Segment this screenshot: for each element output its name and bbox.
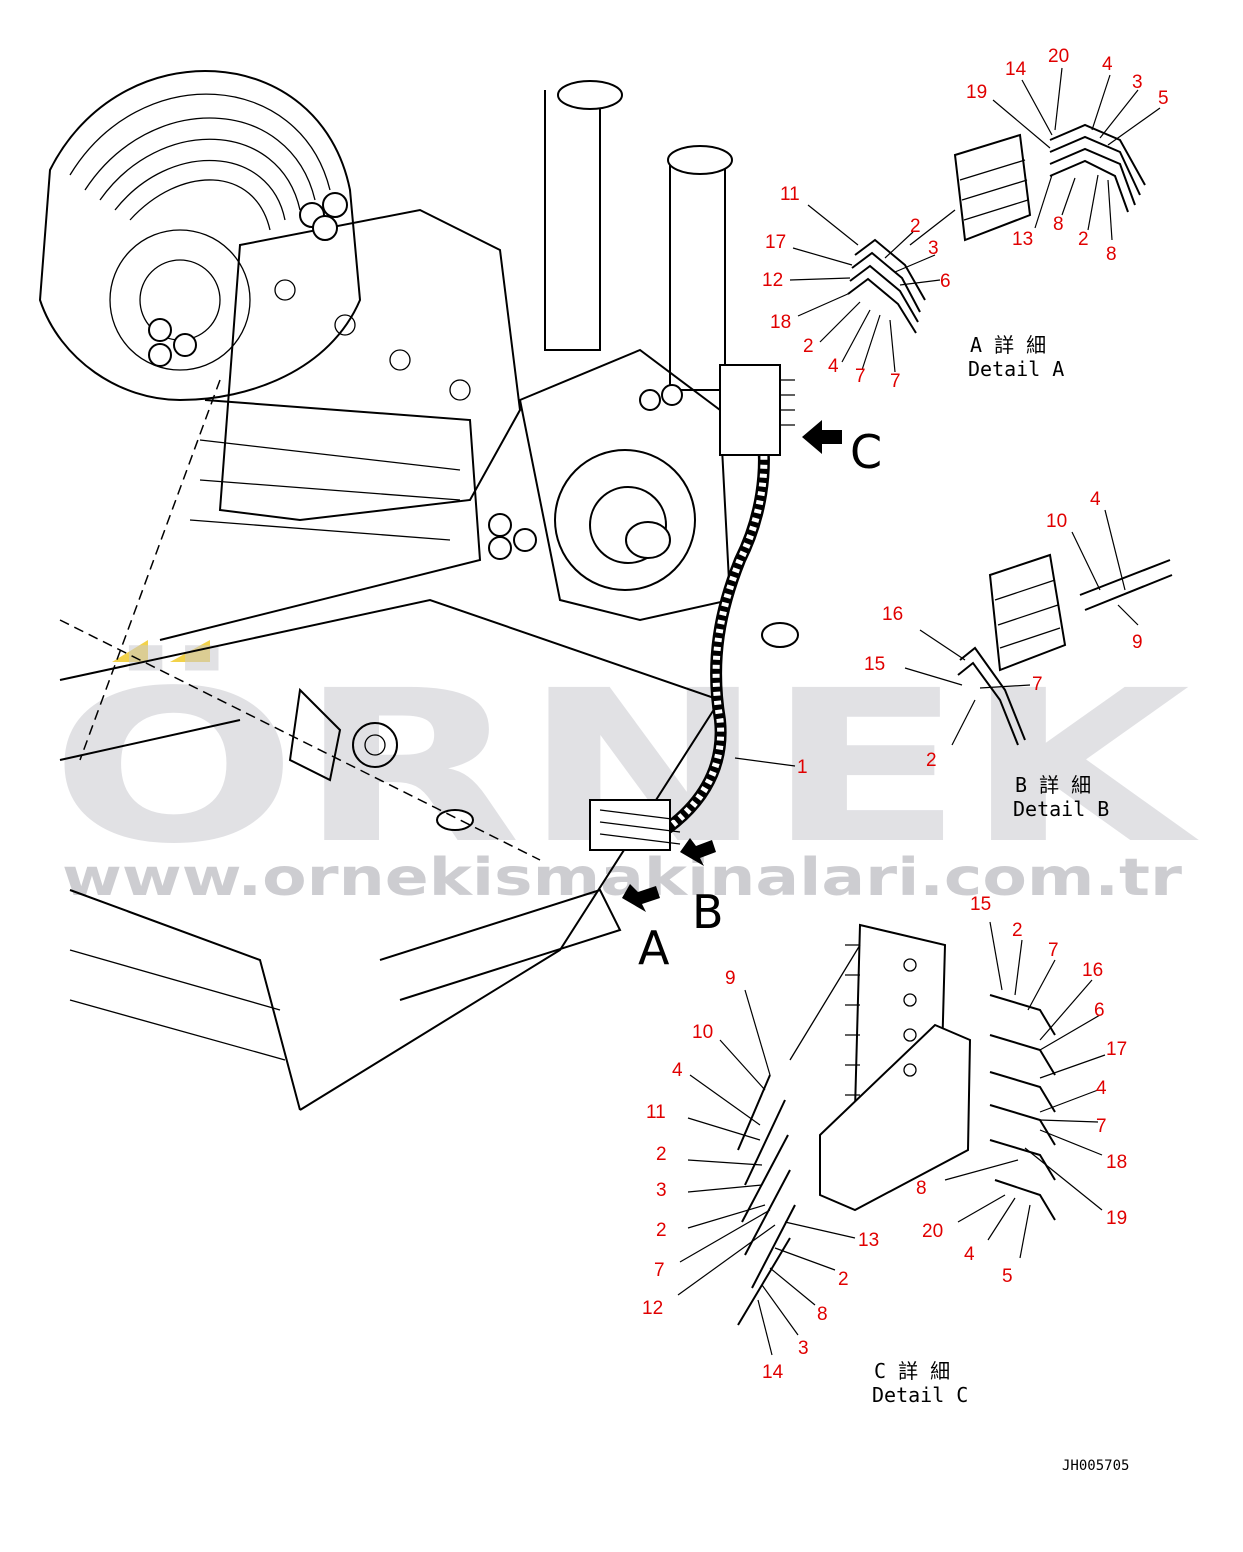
detail-b-title-jp: B 詳 細 [1015,773,1091,797]
callout-number: 10 [1046,511,1067,532]
callout-number: 7 [855,366,866,387]
detail-a-title-en: Detail A [968,357,1064,381]
callout-number: 4 [1102,54,1113,75]
callout-number: 20 [1048,46,1069,67]
callout-number: 11 [646,1102,666,1123]
callout-number: 3 [928,238,939,259]
callout-number: 19 [966,82,987,103]
drum-outline [38,69,362,402]
view-arrow-c: C [802,420,882,479]
callout-number: 7 [1048,940,1059,961]
detail-a: 20 14 4 3 5 19 13 8 2 8 11 2 17 3 12 6 1… [762,46,1169,392]
callout-number: 15 [864,654,885,675]
callout-number: 17 [1106,1039,1127,1060]
detail-b-title-en: Detail B [1013,797,1109,821]
view-arrow-a: A [622,884,670,975]
callout-number: 11 [780,184,800,205]
callout-number: 7 [654,1260,665,1281]
callout-number: 10 [692,1022,713,1043]
detail-b: 4 10 9 16 15 7 2 B 詳 細 Detail B [864,489,1173,821]
callout-number: 8 [817,1304,828,1325]
callout-number: 8 [1053,214,1064,235]
detail-a-title-jp: A 詳 細 [970,333,1046,357]
label: B [692,885,724,939]
callout-number: 13 [1012,229,1033,250]
frame-outline [218,208,522,522]
callout-number: 14 [762,1362,784,1383]
drawing-id: JH005705 [1062,1458,1129,1474]
view-arrow-b: B [680,838,724,939]
watermark-url: www.ornekismakinalari.com.tr [62,848,1182,908]
label: A [638,921,670,975]
callout-number: 4 [672,1060,683,1081]
callout-number: 2 [838,1269,849,1290]
callout-number: 3 [798,1338,809,1359]
callout-number: 4 [964,1244,975,1265]
callout-number: 16 [882,604,903,625]
callout-number: 2 [910,216,921,237]
detail-c: 15 2 7 16 6 17 4 7 18 19 8 20 4 5 9 10 4… [642,894,1127,1407]
callout-number: 15 [970,894,991,915]
callout-number: 14 [1005,59,1027,80]
callout-number: 2 [656,1220,667,1241]
callout-number: 2 [803,336,814,357]
detail-c-title-jp: C 詳 細 [874,1359,950,1383]
watermark-accent-mark [112,640,148,662]
callout-number: 5 [1002,1266,1013,1287]
callout-number: 18 [1106,1152,1127,1173]
callout-number: 13 [858,1230,879,1251]
label: C [850,425,882,479]
callout-number: 12 [642,1298,663,1319]
callout-number: 4 [828,356,839,377]
callout-number: 8 [1106,244,1117,265]
callout-number: 18 [770,312,791,333]
detail-c-title-en: Detail C [872,1383,968,1407]
callout-1: 1 [797,757,808,778]
callout-number: 6 [1094,1000,1105,1021]
callout-number: 19 [1106,1208,1127,1229]
callout-number: 4 [1096,1078,1107,1099]
callout-number: 2 [1012,920,1023,941]
callout-number: 2 [926,750,937,771]
callout-number: 17 [765,232,786,253]
callout-number: 3 [656,1180,667,1201]
callout-number: 7 [890,371,901,392]
callout-number: 7 [1032,674,1043,695]
callout-number: 3 [1132,72,1143,93]
callout-number: 9 [725,968,736,989]
callout-number: 12 [762,270,783,291]
machine-drawing: 1 [38,69,808,1111]
callout-number: 8 [916,1178,927,1199]
callout-number: 5 [1158,88,1169,109]
callout-number: 4 [1090,489,1101,510]
callout-number: 2 [1078,229,1089,250]
callout-number: 16 [1082,960,1103,981]
callout-number: 7 [1096,1116,1107,1137]
callout-number: 2 [656,1144,667,1165]
callout-number: 20 [922,1221,943,1242]
callout-number: 9 [1132,632,1143,653]
callout-number: 6 [940,271,951,292]
